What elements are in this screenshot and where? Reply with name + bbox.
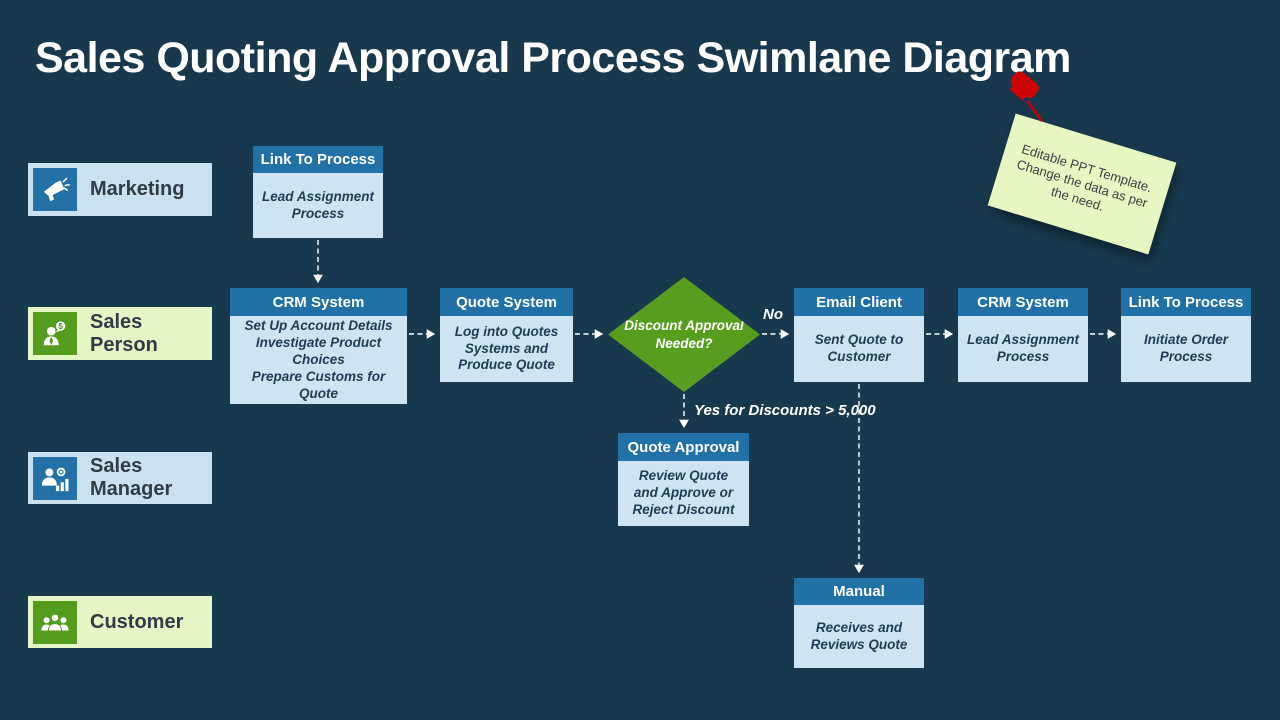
customers-icon (33, 601, 77, 644)
node-header: CRM System (958, 288, 1088, 316)
edge-label-yes: Yes for Discounts > 5,000 (694, 402, 876, 419)
node-crm-system-2: CRM System Lead Assignment Process (958, 288, 1088, 382)
node-header: Link To Process (253, 146, 383, 173)
node-body: Lead Assignment Process (958, 316, 1088, 382)
node-body: Sent Quote to Customer (794, 316, 924, 382)
node-email-client: Email Client Sent Quote to Customer (794, 288, 924, 382)
node-quote-system: Quote System Log into Quotes Systems and… (440, 288, 573, 382)
node-header: CRM System (230, 288, 407, 316)
sticky-note: Editable PPT Template. Change the data a… (987, 113, 1177, 255)
decision-label: Discount Approval Needed? (624, 317, 744, 351)
lane-label-sales-person: $ Sales Person (28, 307, 212, 360)
page-title: Sales Quoting Approval Process Swimlane … (35, 34, 1071, 82)
megaphone-icon (33, 168, 77, 211)
lane-label-customer: Customer (28, 596, 212, 648)
node-header: Email Client (794, 288, 924, 316)
node-body: Receives and Reviews Quote (794, 605, 924, 668)
svg-text:$: $ (58, 321, 63, 330)
node-header: Quote Approval (618, 433, 749, 461)
node-manual: Manual Receives and Reviews Quote (794, 578, 924, 668)
lane-label-text: Sales Person (90, 310, 158, 356)
lane-label-marketing: Marketing (28, 163, 212, 216)
node-header: Manual (794, 578, 924, 605)
lane-label-sales-manager: Sales Manager (28, 452, 212, 504)
node-crm-system-1: CRM System Set Up Account Details Invest… (230, 288, 407, 405)
lane-label-text: Sales Manager (90, 455, 173, 500)
decision-discount-approval: Discount Approval Needed? (608, 277, 760, 392)
lane-label-text: Customer (90, 610, 184, 633)
node-body: Log into Quotes Systems and Produce Quot… (440, 316, 573, 382)
node-link-to-process-1: Link To Process Lead Assignment Process (253, 146, 383, 238)
node-header: Quote System (440, 288, 573, 316)
sales-manager-icon (33, 457, 77, 500)
lane-label-text: Marketing (90, 178, 185, 200)
node-quote-approval: Quote Approval Review Quote and Approve … (618, 433, 749, 526)
salesperson-icon: $ (33, 312, 77, 355)
node-body: Review Quote and Approve or Reject Disco… (618, 461, 749, 526)
node-body: Set Up Account Details Investigate Produ… (230, 316, 407, 405)
node-body: Initiate Order Process (1121, 316, 1251, 382)
node-link-to-process-2: Link To Process Initiate Order Process (1121, 288, 1251, 382)
edge-label-no: No (763, 306, 783, 323)
node-body: Lead Assignment Process (253, 173, 383, 238)
node-header: Link To Process (1121, 288, 1251, 316)
pushpin-icon (1009, 71, 1043, 122)
